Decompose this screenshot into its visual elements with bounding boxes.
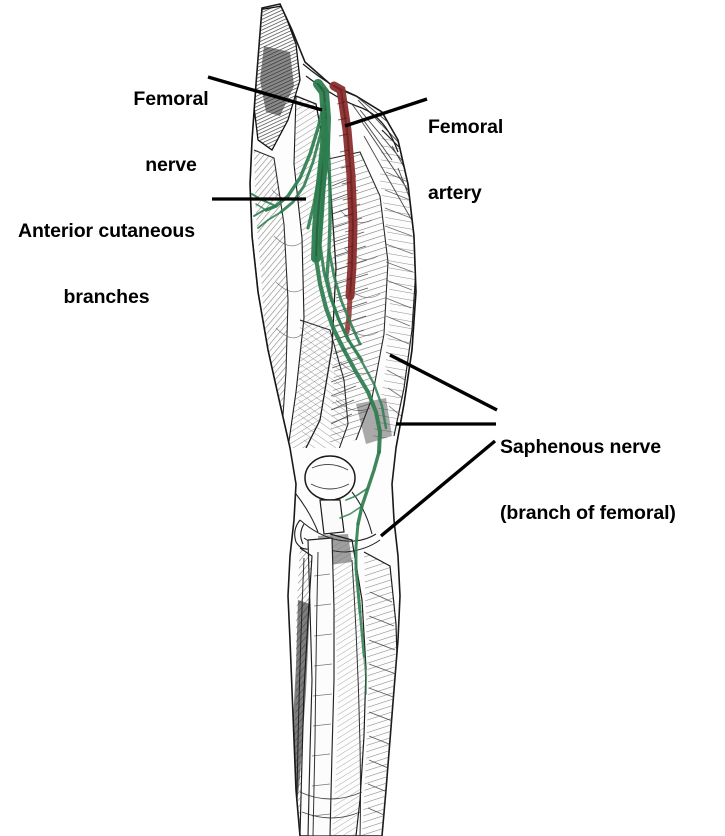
label-anterior-cutaneous-line1: Anterior cutaneous <box>18 220 195 242</box>
label-saphenous-nerve-line2: (branch of femoral) <box>500 502 676 524</box>
label-femoral-artery-line1: Femoral <box>428 116 504 138</box>
label-saphenous-nerve-line1: Saphenous nerve <box>500 436 662 458</box>
label-anterior-cutaneous-branches: Anterior cutaneous branches <box>4 176 209 352</box>
label-femoral-nerve-line1: Femoral <box>133 88 209 110</box>
label-saphenous-nerve: Saphenous nerve (branch of femoral) <box>500 392 720 568</box>
thigh-musculature <box>251 5 416 448</box>
femoral-nerve-structure <box>251 79 388 695</box>
label-femoral-artery: Femoral artery <box>428 72 628 248</box>
label-femoral-artery-line2: artery <box>428 182 482 204</box>
label-femoral-nerve: Femoral nerve <box>96 44 246 220</box>
label-femoral-nerve-line2: nerve <box>145 154 197 176</box>
label-anterior-cutaneous-line2: branches <box>63 286 150 308</box>
